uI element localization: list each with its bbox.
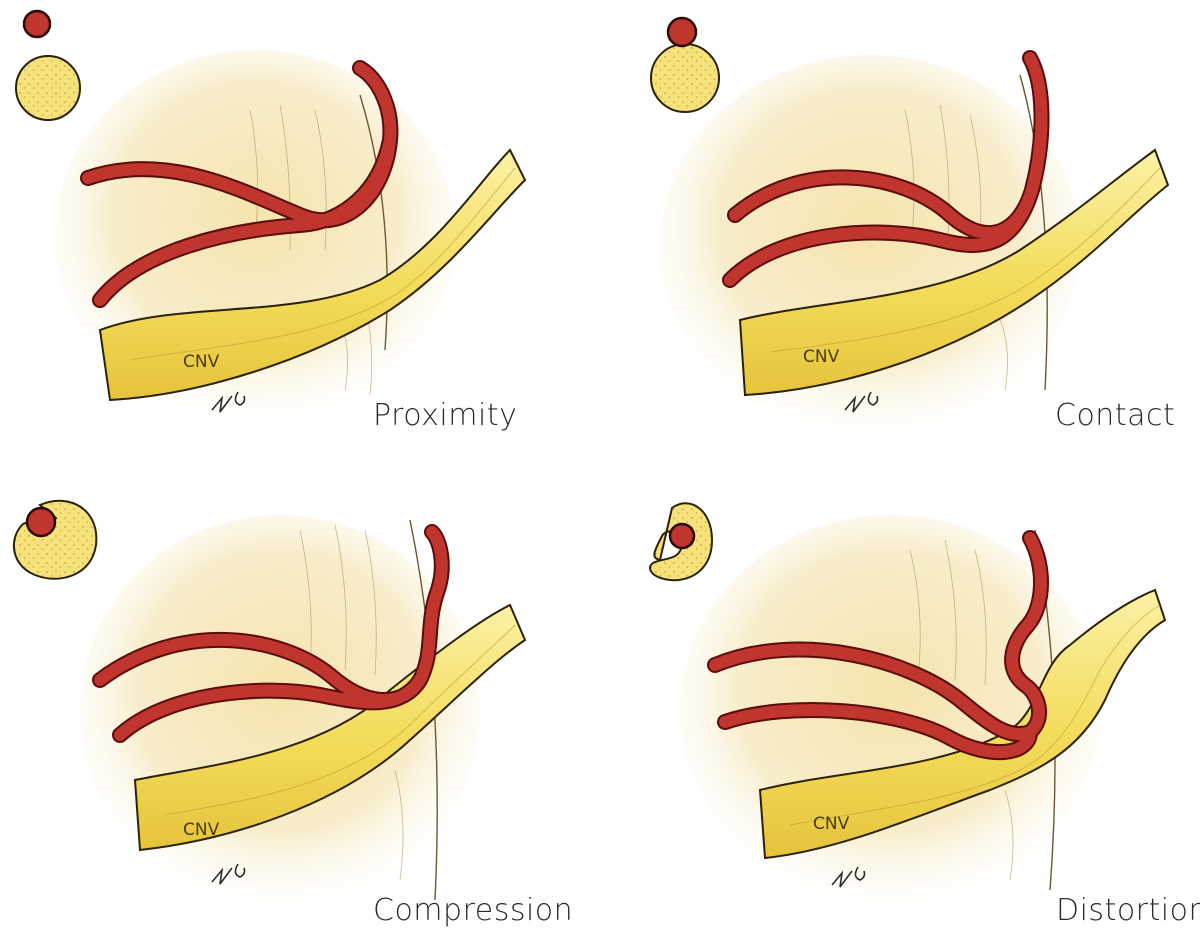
nerve-fibers (164, 624, 516, 816)
cross-section-nerve (13, 499, 98, 580)
cross-section-nerve (649, 502, 714, 582)
nerve-cnv (98, 148, 527, 402)
compression-illustration (13, 499, 527, 905)
panel-caption: Compression (373, 893, 574, 928)
nerve-fibers (789, 604, 1161, 826)
cross-section-nerve (650, 43, 720, 113)
cross-section-nerve (15, 55, 81, 121)
proximity-illustration (15, 9, 527, 420)
tissue-edge (1019, 74, 1048, 391)
artist-signature (844, 391, 879, 413)
nerve-label: CNV (183, 820, 220, 840)
nerve-label: CNV (813, 814, 850, 834)
nerve-label: CNV (183, 352, 220, 372)
panel-caption: Contact (1055, 398, 1176, 433)
cross-section-artery (668, 522, 696, 550)
panel-caption: Distortion (1056, 893, 1200, 928)
panel-proximity: CNV Proximity (0, 0, 600, 470)
panel-compression: CNV Compression (0, 470, 600, 940)
cross-section-artery (666, 16, 698, 48)
distortion-illustration (649, 502, 1167, 905)
nerve-fibers (769, 167, 1161, 353)
panel-distortion: CNV Distortion (600, 470, 1200, 940)
cross-section-artery (22, 9, 52, 39)
artist-signature (211, 391, 246, 413)
panel-contact: CNV Contact (600, 0, 1200, 470)
nerve-cnv (738, 148, 1170, 397)
background-tissue (660, 55, 1080, 435)
nerve-label: CNV (803, 347, 840, 367)
artist-signature (831, 866, 866, 888)
tissue-edge (359, 94, 388, 351)
tissue-striations (909, 539, 1014, 881)
contact-illustration (650, 16, 1170, 435)
nerve-fibers (129, 167, 516, 361)
panel-caption: Proximity (373, 398, 518, 433)
cross-section-artery (25, 506, 57, 538)
artist-signature (211, 863, 246, 885)
